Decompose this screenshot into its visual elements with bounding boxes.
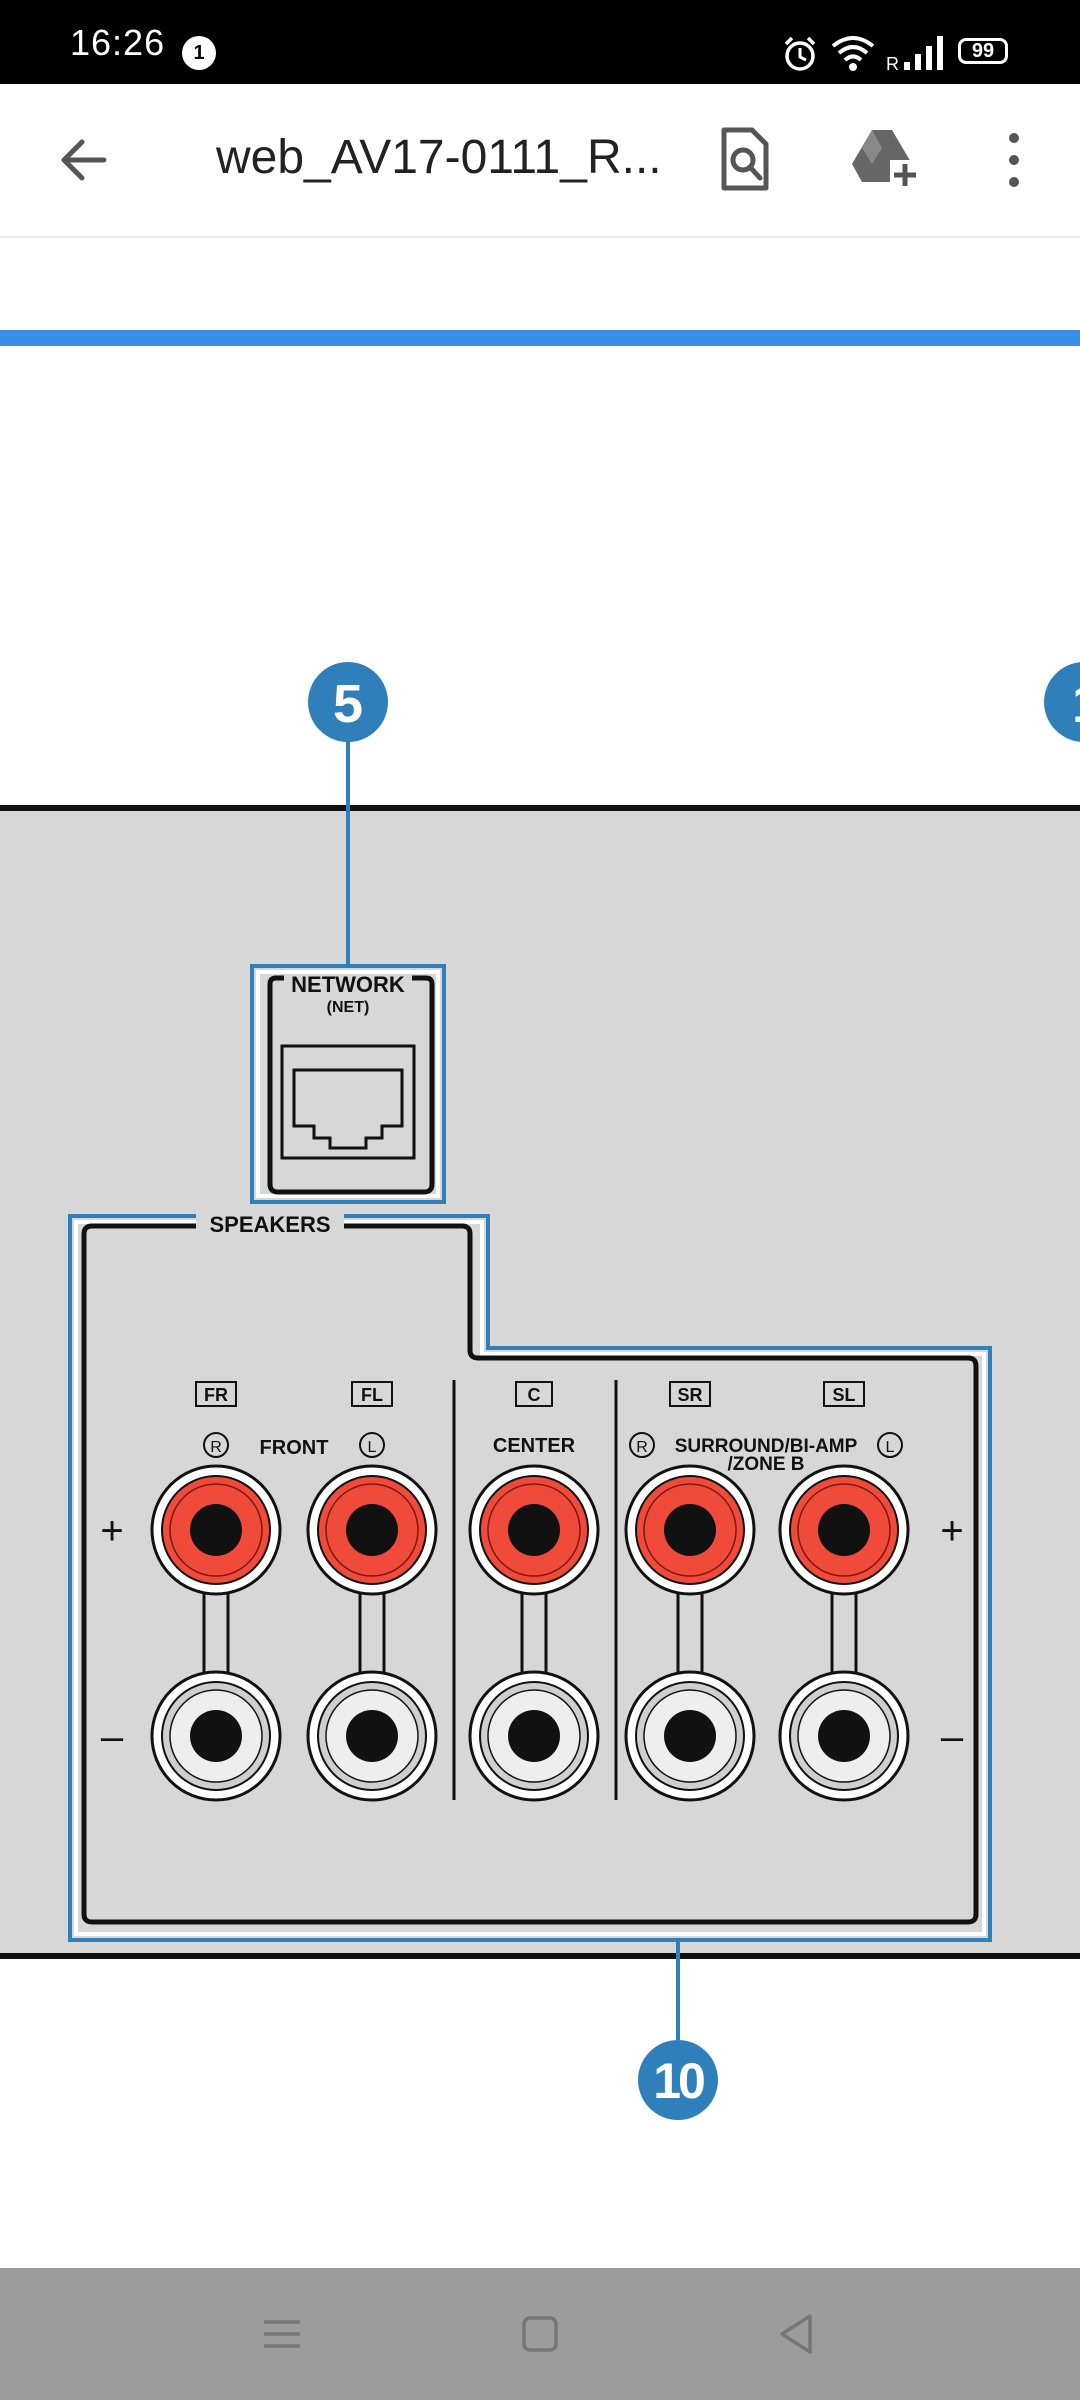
minus-sign-left: – [101, 1715, 124, 1759]
channel-tag-sr: SR [677, 1385, 702, 1405]
battery-indicator: 99 [958, 38, 1008, 64]
channel-tag-box [351, 1381, 393, 1407]
network-sublabel: (NET) [327, 999, 370, 1016]
channel-side-r: R [210, 1439, 222, 1456]
network-roaming-label: R [886, 54, 899, 74]
channel-tag-fl: FL [361, 1385, 383, 1405]
positive-terminal-groove [169, 1483, 263, 1577]
callout-5-circle [308, 662, 388, 742]
surround-group-label: SURROUND/BI-AMP [675, 1436, 858, 1457]
positive-terminal-hole [508, 1504, 560, 1556]
speakers-panel-outline [81, 1223, 979, 1925]
callout-1-circle [1044, 662, 1080, 742]
channel-tag-fr: FR [204, 1385, 228, 1405]
channel-side-l: L [368, 1439, 377, 1456]
negative-terminal-hole [818, 1710, 870, 1762]
positive-terminal-hole [190, 1504, 242, 1556]
alarm-icon [784, 36, 816, 71]
surround-group-label-line2: /ZONE B [727, 1454, 804, 1475]
positive-terminal-groove [325, 1483, 419, 1577]
menu-icon[interactable] [262, 2314, 302, 2354]
channel-side-circle [877, 1432, 903, 1458]
center-group-label: CENTER [493, 1435, 576, 1457]
negative-terminal-hole [346, 1710, 398, 1762]
positive-terminal-groove [487, 1483, 581, 1577]
back-arrow-icon[interactable] [54, 130, 114, 190]
channel-tag-box [515, 1381, 553, 1407]
channel-side-r: R [636, 1439, 648, 1456]
document-title: web_AV17-0111_R... [216, 131, 662, 184]
network-highlight [250, 964, 446, 1204]
speakers-highlight [68, 1214, 992, 1942]
plus-sign-right: + [940, 1509, 963, 1553]
speakers-label: SPEAKERS [209, 1212, 330, 1237]
plus-sign-left: + [100, 1509, 123, 1553]
terminal-link [520, 1588, 548, 1678]
positive-terminal-hole [346, 1504, 398, 1556]
notification-count-badge: 1 [182, 36, 216, 70]
signal-icon [904, 36, 943, 70]
status-bar: 16:26 1 R 99 [0, 0, 1080, 84]
callout-10-circle [638, 2040, 718, 2120]
channel-tag-c: C [528, 1385, 541, 1405]
channel-tag-sl: SL [832, 1385, 855, 1405]
callout-1-number: 1 [1072, 674, 1080, 734]
app-bar: web_AV17-0111_R... [0, 84, 1080, 238]
terminal-link [676, 1588, 704, 1678]
positive-terminal-groove [797, 1483, 891, 1577]
network-panel-outline [267, 992, 435, 1195]
channel-tag-box [195, 1381, 237, 1407]
home-icon[interactable] [520, 2314, 560, 2354]
terminal-link [202, 1588, 230, 1678]
channel-tag-box [669, 1381, 711, 1407]
more-options-icon[interactable] [1004, 130, 1024, 190]
negative-terminal-hole [664, 1710, 716, 1762]
channel-side-circle [629, 1432, 655, 1458]
negative-terminal-hole [508, 1710, 560, 1762]
loading-progress-bar [0, 330, 1080, 346]
status-time: 16:26 [70, 22, 166, 63]
ethernet-port-icon [292, 1068, 404, 1150]
network-label: NETWORK [291, 972, 405, 997]
channel-tag-box [823, 1381, 865, 1407]
channel-side-l: L [886, 1439, 895, 1456]
find-in-document-icon[interactable] [714, 126, 774, 192]
front-group-label: FRONT [260, 1437, 329, 1459]
positive-terminal-hole [818, 1504, 870, 1556]
positive-terminal-hole [664, 1504, 716, 1556]
minus-sign-right: – [941, 1715, 964, 1759]
callout-10-number: 10 [653, 2053, 704, 2109]
channel-side-circle [203, 1432, 229, 1458]
terminal-link [358, 1588, 386, 1678]
positive-terminal-groove [643, 1483, 737, 1577]
channel-side-circle [359, 1432, 385, 1458]
ethernet-port-outer [280, 1044, 416, 1160]
add-to-drive-icon[interactable] [850, 126, 922, 192]
wifi-icon [831, 36, 875, 71]
callout-5-number: 5 [333, 674, 363, 734]
terminal-link [830, 1588, 858, 1678]
negative-terminal-hole [190, 1710, 242, 1762]
system-navigation-bar [0, 2268, 1080, 2400]
back-icon[interactable] [776, 2312, 816, 2356]
